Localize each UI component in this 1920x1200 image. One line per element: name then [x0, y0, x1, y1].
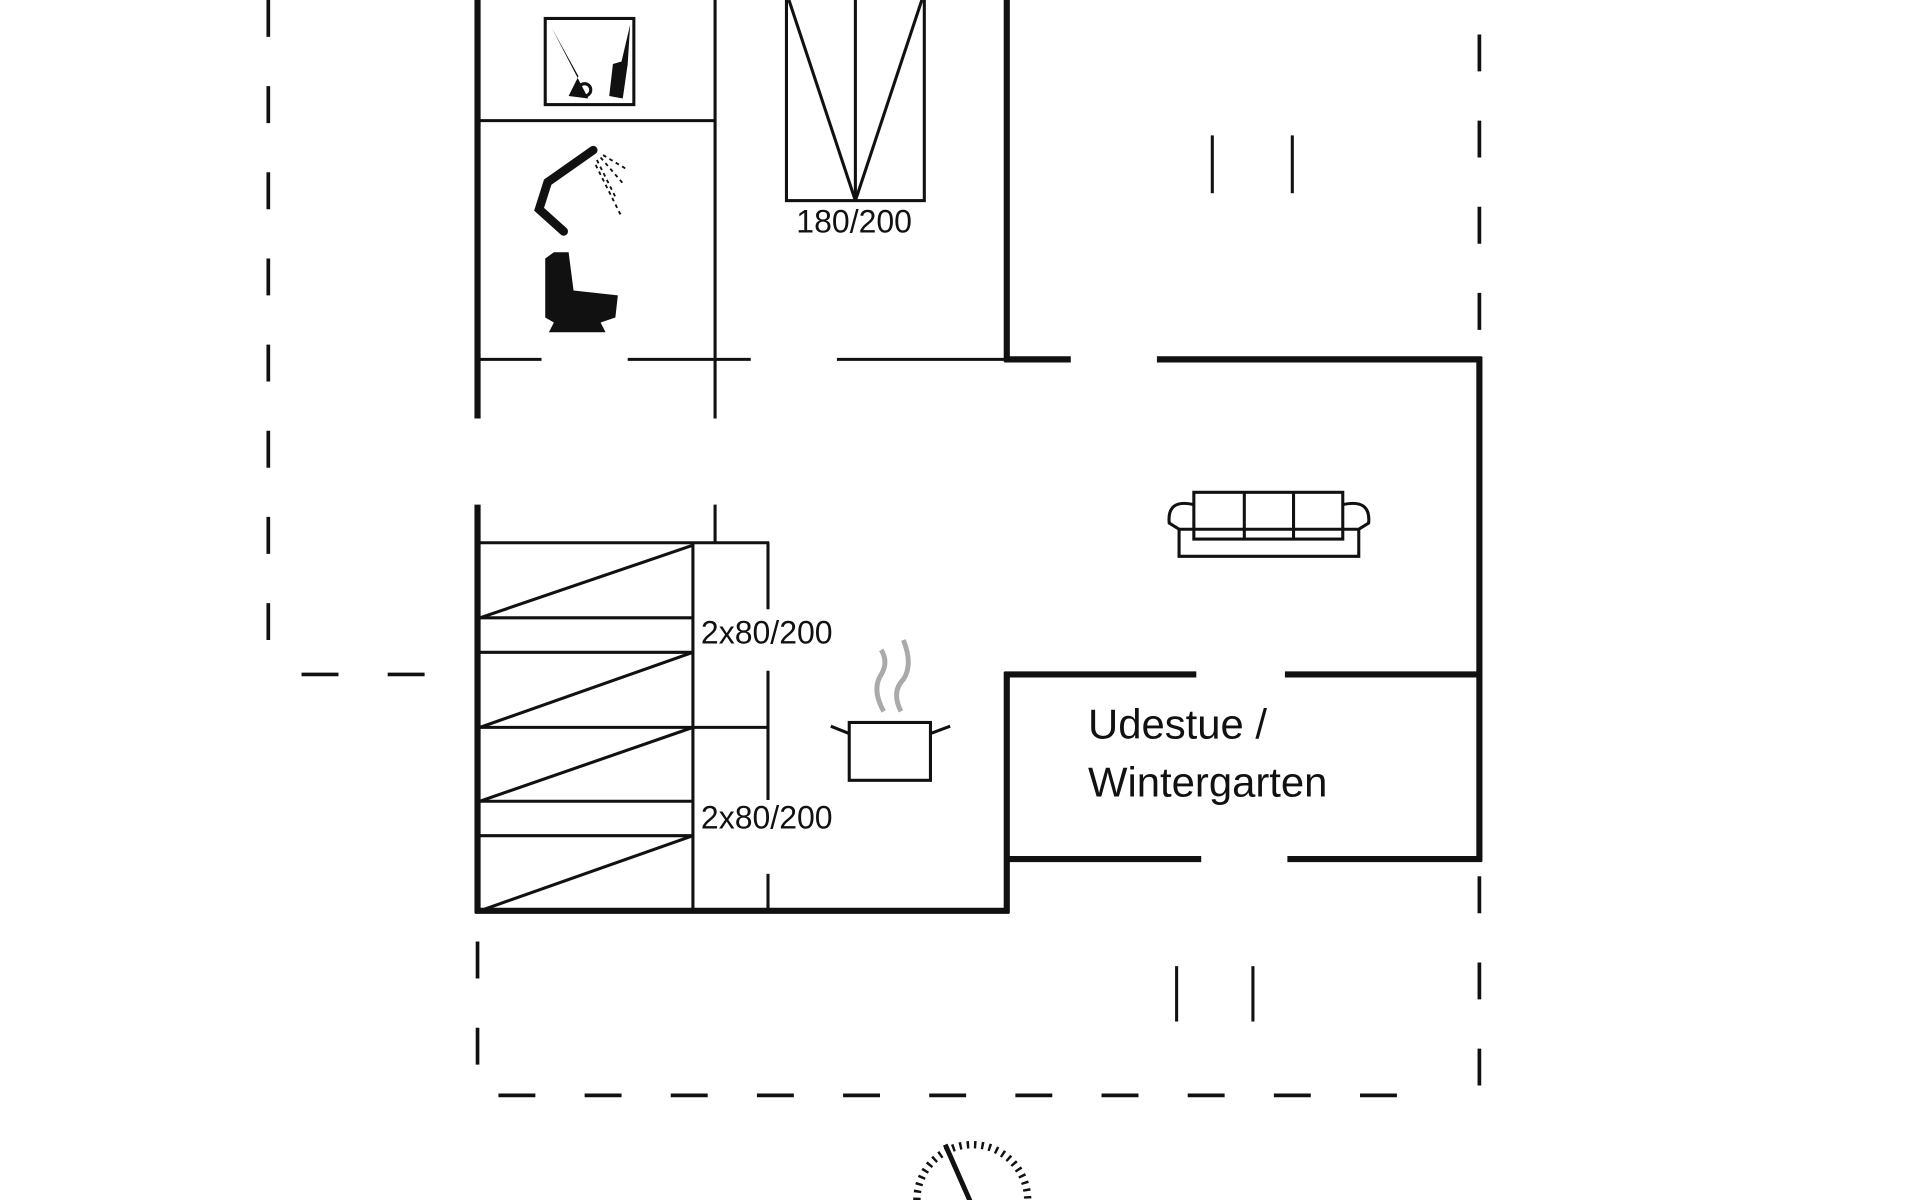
- walls-thick: [474, 0, 1483, 914]
- double-bed-label: 180/200: [796, 204, 912, 240]
- toilet-icon: [545, 252, 618, 333]
- bunk-bed-label-1: 2x80/200: [701, 615, 833, 651]
- steps: [1175, 135, 1294, 1022]
- walls-thin: [477, 0, 1007, 913]
- room-label-line2: Wintergarten: [1088, 758, 1327, 805]
- utility-icon: [543, 16, 636, 107]
- shower-icon: [534, 145, 629, 236]
- double-bed: [784, 0, 926, 203]
- outline-dashed: [266, 0, 1482, 1098]
- sofa-icon: [1167, 490, 1371, 558]
- bunk-bed-label-2: 2x80/200: [701, 799, 833, 835]
- cooking-pot-icon: [830, 639, 951, 782]
- compass-icon: [913, 1141, 1032, 1200]
- room-label-line1: Udestue /: [1088, 700, 1267, 747]
